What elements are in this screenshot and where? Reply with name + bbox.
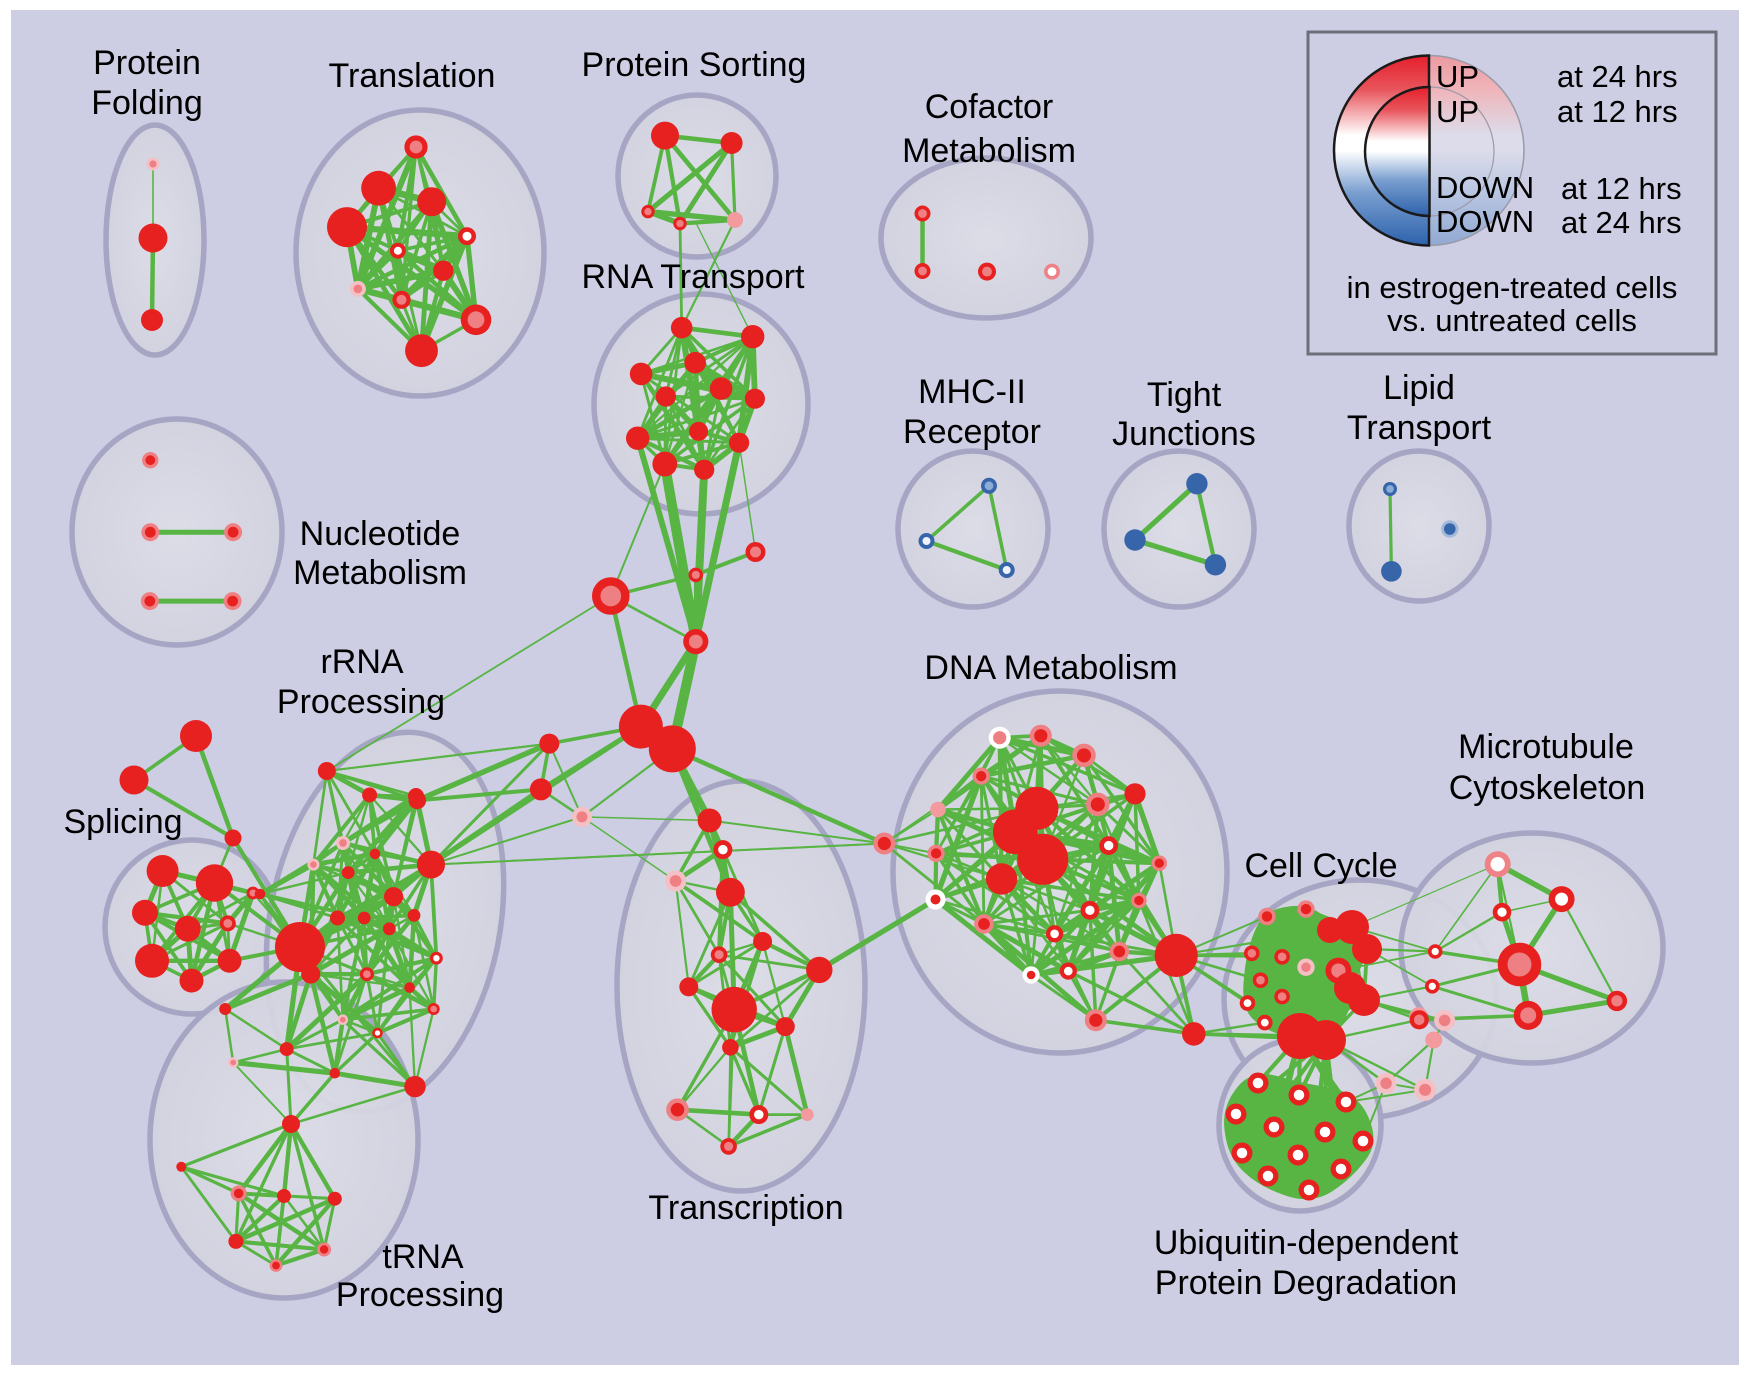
svg-text:Junctions: Junctions xyxy=(1112,415,1256,453)
svg-text:Transport: Transport xyxy=(1347,409,1492,447)
svg-text:Nucleotide: Nucleotide xyxy=(300,515,461,553)
svg-text:Protein: Protein xyxy=(93,44,201,82)
svg-text:UP: UP xyxy=(1436,59,1479,94)
svg-text:rRNA: rRNA xyxy=(320,643,403,681)
svg-text:Metabolism: Metabolism xyxy=(902,132,1076,170)
svg-text:tRNA: tRNA xyxy=(382,1238,464,1276)
svg-text:Cofactor: Cofactor xyxy=(925,88,1054,126)
svg-text:Processing: Processing xyxy=(277,683,445,721)
svg-text:Ubiquitin-dependent: Ubiquitin-dependent xyxy=(1154,1224,1459,1262)
svg-text:Cytoskeleton: Cytoskeleton xyxy=(1449,769,1646,807)
svg-text:MHC-II: MHC-II xyxy=(918,373,1026,411)
svg-text:Processing: Processing xyxy=(336,1276,504,1314)
svg-text:at 24 hrs: at 24 hrs xyxy=(1561,205,1682,240)
svg-text:vs. untreated cells: vs. untreated cells xyxy=(1387,303,1637,338)
svg-text:Lipid: Lipid xyxy=(1383,369,1455,407)
svg-text:DOWN: DOWN xyxy=(1436,204,1534,239)
svg-text:RNA Transport: RNA Transport xyxy=(582,258,806,296)
svg-text:Protein Degradation: Protein Degradation xyxy=(1155,1264,1457,1302)
svg-text:at 24 hrs: at 24 hrs xyxy=(1557,59,1678,94)
svg-text:Transcription: Transcription xyxy=(648,1189,843,1227)
svg-text:UP: UP xyxy=(1436,94,1479,129)
svg-text:Microtubule: Microtubule xyxy=(1458,728,1634,766)
svg-text:Splicing: Splicing xyxy=(63,803,182,841)
svg-text:Translation: Translation xyxy=(329,57,496,95)
svg-text:DNA Metabolism: DNA Metabolism xyxy=(924,649,1177,687)
svg-text:in estrogen-treated cells: in estrogen-treated cells xyxy=(1347,270,1678,305)
svg-text:Receptor: Receptor xyxy=(903,413,1041,451)
svg-text:Tight: Tight xyxy=(1147,376,1222,414)
svg-text:Protein Sorting: Protein Sorting xyxy=(582,46,807,84)
svg-text:at 12 hrs: at 12 hrs xyxy=(1561,171,1682,206)
svg-text:Cell Cycle: Cell Cycle xyxy=(1244,847,1397,885)
svg-text:Folding: Folding xyxy=(91,84,203,122)
svg-text:Metabolism: Metabolism xyxy=(293,554,467,592)
svg-text:DOWN: DOWN xyxy=(1436,170,1534,205)
svg-text:at 12 hrs: at 12 hrs xyxy=(1557,94,1678,129)
